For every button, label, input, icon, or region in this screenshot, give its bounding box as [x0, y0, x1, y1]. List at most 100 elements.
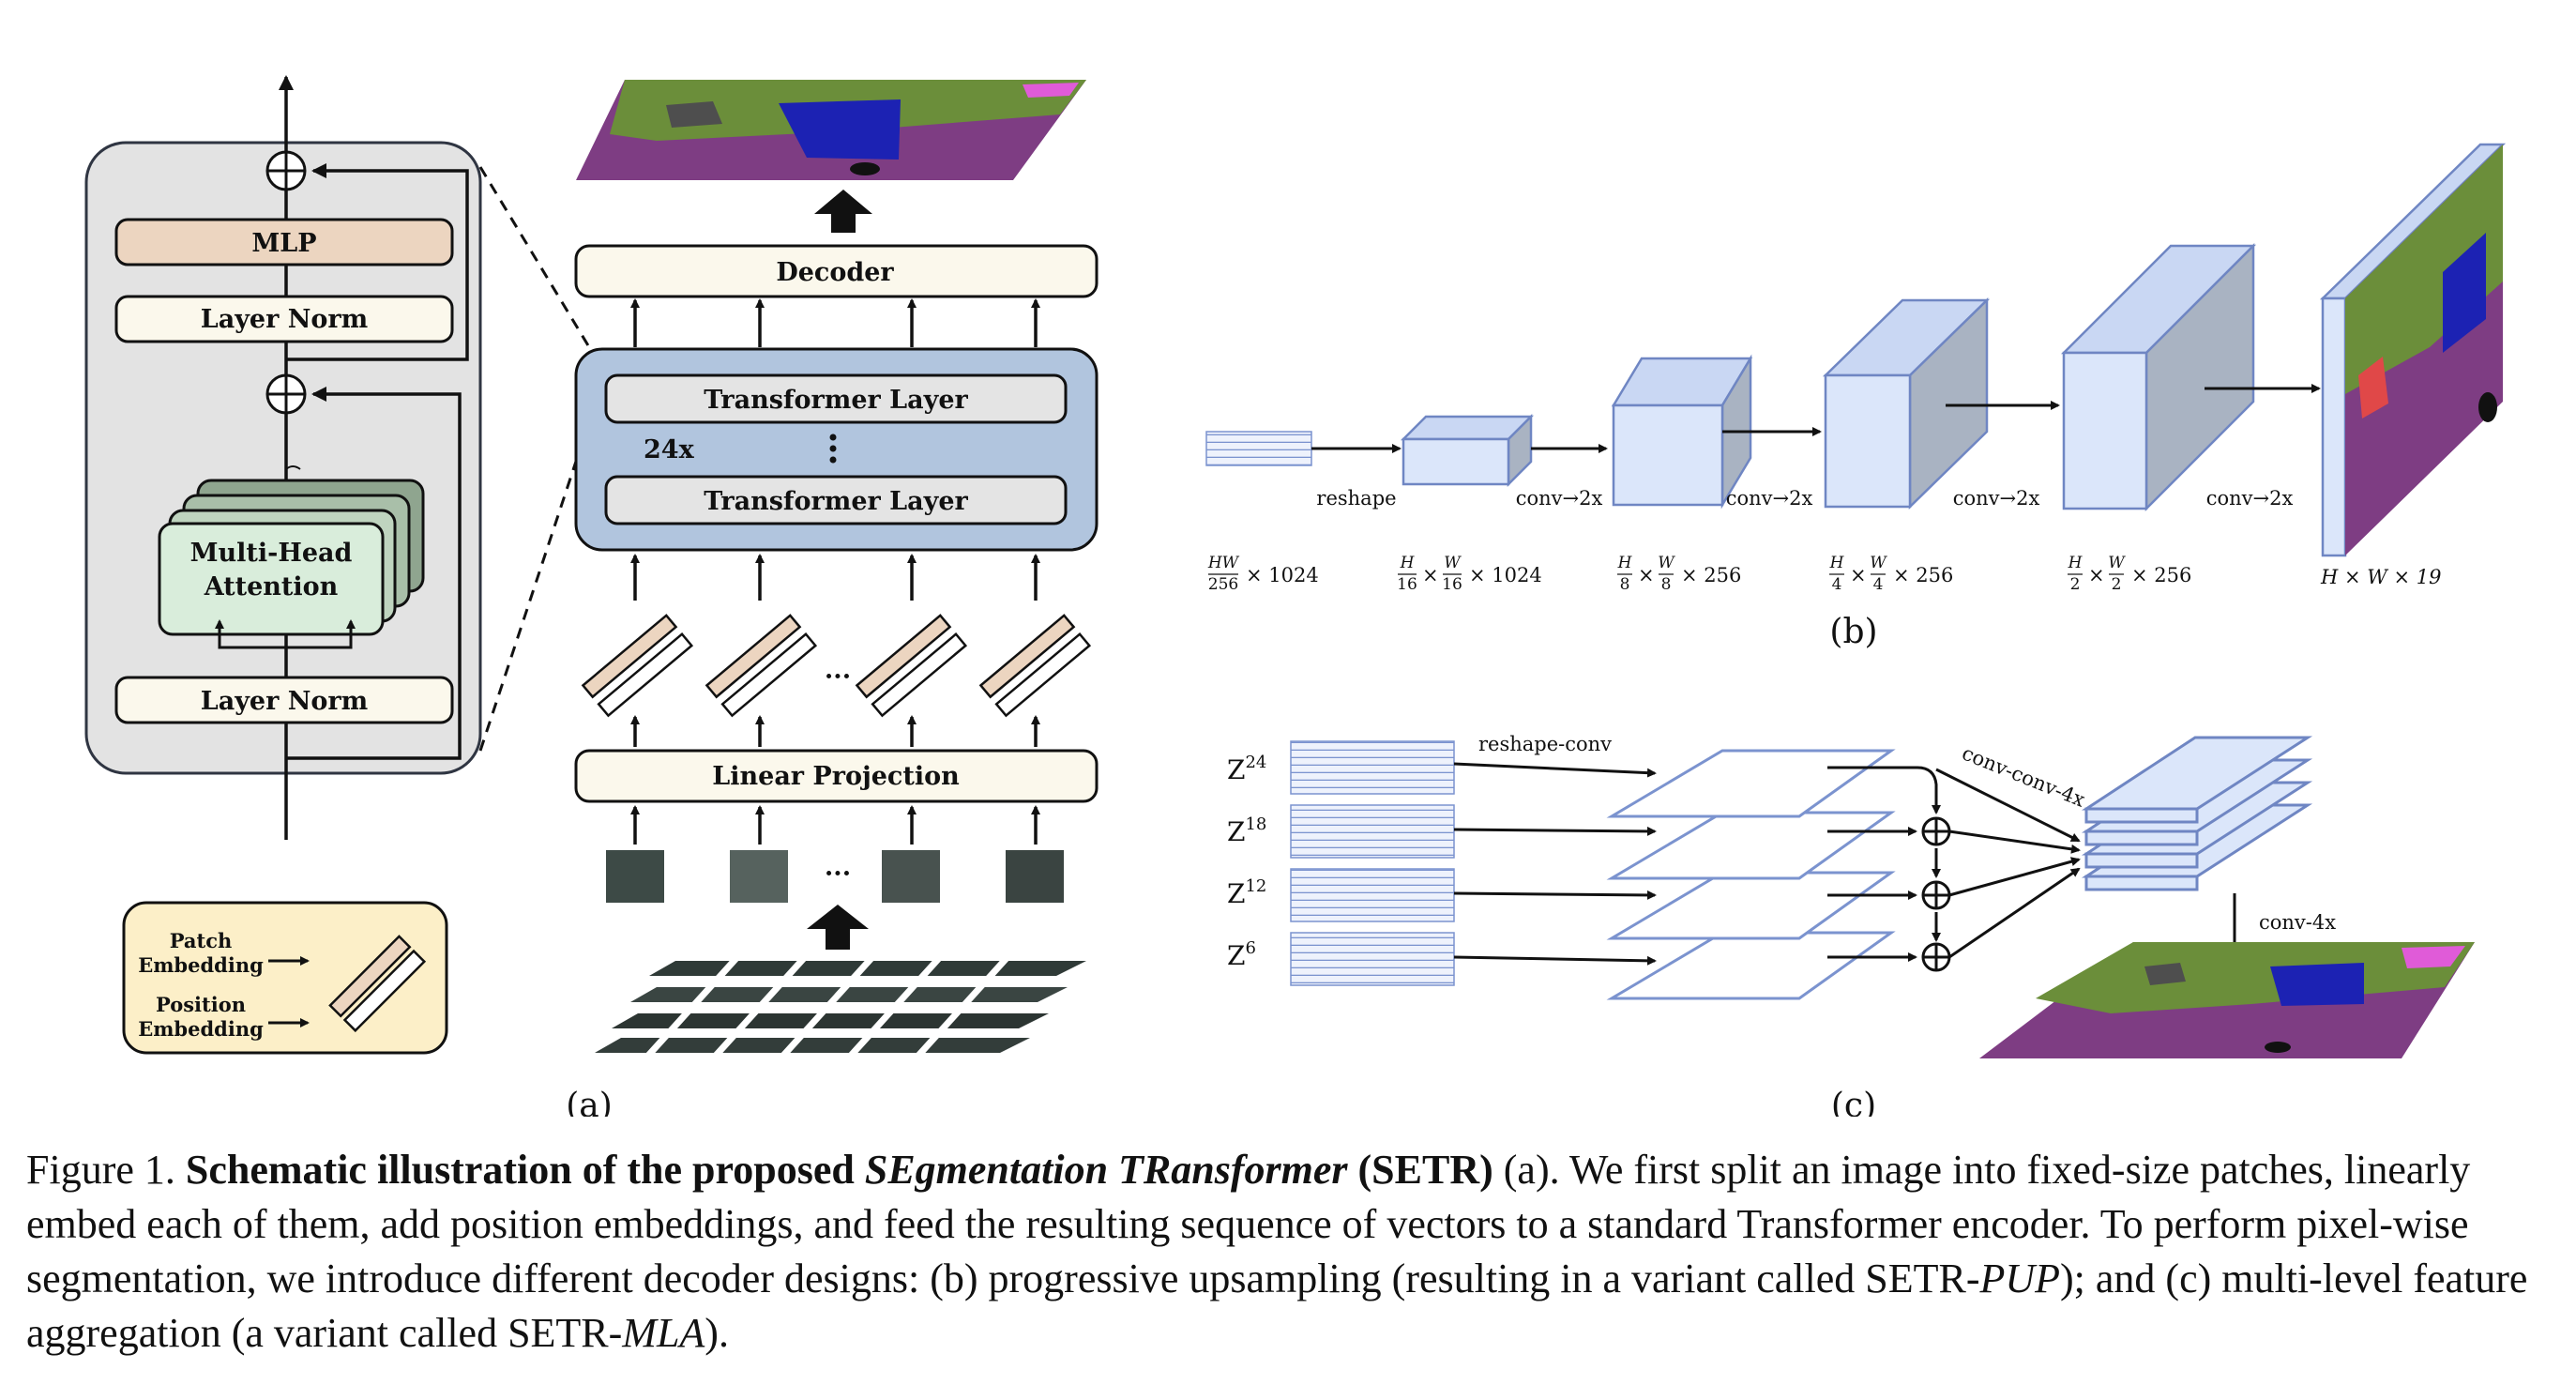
z6-feature-block [1290, 932, 1455, 986]
mlp-box [114, 218, 454, 266]
conv-conv-4x-label: conv-conv-4x [1959, 741, 2088, 811]
step-conv-3: conv→2x [1953, 487, 2040, 510]
transformer-layer-bottom-box [604, 475, 1068, 525]
mlp-label: MLP [251, 229, 316, 258]
embedding-token [705, 614, 818, 718]
up-arrow-icon [807, 905, 869, 950]
embedding-token [855, 614, 968, 718]
svg-text:2: 2 [2112, 575, 2122, 594]
panel-b-label: (b) [1829, 613, 1877, 651]
panel-c: Z24 Z18 Z12 Z6 reshape-conv [1227, 733, 2475, 1117]
step-reshape: reshape [1316, 487, 1396, 510]
z18-feature-block [1290, 804, 1455, 859]
step-conv-2: conv→2x [1726, 487, 1813, 510]
panel-a-label: (a) [566, 1087, 613, 1117]
linear-projection-box [574, 749, 1099, 803]
svg-text:× 1024: × 1024 [1246, 564, 1319, 586]
feature-cube-1 [1400, 413, 1535, 488]
residual-add-icon [265, 150, 307, 191]
transformer-layer-top-label: Transformer Layer [704, 386, 968, 415]
svg-text:4: 4 [1832, 575, 1842, 594]
embedding-token [581, 614, 694, 718]
embedding-token [978, 614, 1092, 718]
svg-text:W: W [2108, 554, 2126, 572]
panel-c-label: (c) [1831, 1087, 1876, 1117]
up-arrow-icon [814, 190, 872, 233]
feature-sequence-block [1205, 431, 1312, 466]
z24-label: Z24 [1227, 753, 1266, 785]
dim-label-2: H 8 × W 8 × 256 [1617, 554, 1742, 594]
svg-text:W: W [1870, 554, 1887, 572]
svg-text:H: H [1617, 554, 1633, 572]
svg-text:× 256: × 256 [2131, 564, 2191, 586]
embedding-legend: Patch Embedding Position Embedding [122, 901, 448, 1055]
z18-label: Z18 [1227, 814, 1266, 847]
dim-label-5: H × W × 19 [2320, 566, 2442, 588]
dim-label-3: H 4 × W 4 × 256 [1829, 554, 1954, 594]
decoder-label: Decoder [776, 258, 894, 287]
svg-text:8: 8 [1620, 575, 1630, 594]
svg-text:256: 256 [1208, 575, 1238, 594]
patches-ellipsis: ··· [825, 860, 851, 889]
svg-text:×: × [1638, 564, 1655, 586]
output-segmentation-map [576, 80, 1086, 180]
layer-norm-top-box [114, 295, 454, 343]
z12-label: Z12 [1227, 876, 1266, 909]
step-conv-1: conv→2x [1516, 487, 1603, 510]
svg-text:HW: HW [1207, 554, 1240, 572]
feature-plane [1606, 871, 1896, 940]
svg-text:× 1024: × 1024 [1469, 564, 1542, 586]
layer-norm-bottom-label: Layer Norm [201, 687, 368, 716]
output-segmentation-map-b [2319, 143, 2507, 557]
svg-text:16: 16 [1397, 575, 1417, 594]
svg-text:8: 8 [1661, 575, 1672, 594]
z6-label: Z6 [1227, 938, 1256, 971]
svg-text:16: 16 [1442, 575, 1462, 594]
svg-text:× 256: × 256 [1893, 564, 1953, 586]
feature-plane [1606, 749, 1896, 818]
repeat-count: 24x [644, 435, 695, 464]
dim-label-0: HW 256 × 1024 [1207, 554, 1319, 594]
conv-4x-label: conv-4x [2259, 911, 2336, 934]
panel-a: MLP Layer Norm Multi-Head Attention Laye… [84, 75, 1099, 1117]
step-conv-4: conv→2x [2206, 487, 2294, 510]
figure-caption: Figure 1. Schematic illustration of the … [26, 1147, 2528, 1356]
layer-norm-top-label: Layer Norm [201, 305, 368, 334]
decoder-box [574, 244, 1099, 298]
svg-text:H: H [2068, 554, 2084, 572]
aggregation-add-icon [1921, 880, 1951, 910]
residual-add-icon [265, 373, 307, 415]
input-image-patch-grid [595, 954, 1086, 1059]
reshape-conv-label: reshape-conv [1478, 733, 1612, 755]
z24-feature-block [1290, 740, 1455, 795]
svg-text:W: W [1658, 554, 1675, 572]
dim-label-1: H 16 × W 16 × 1024 [1397, 554, 1542, 594]
legend-position-line1: Position [156, 993, 246, 1016]
output-segmentation-map-c [1979, 942, 2475, 1058]
svg-text:× 256: × 256 [1681, 564, 1741, 586]
legend-patch-line1: Patch [170, 929, 233, 952]
feature-cube-2 [1611, 354, 1753, 510]
image-patch [1006, 850, 1064, 903]
svg-text:4: 4 [1873, 575, 1884, 594]
linear-projection-label: Linear Projection [712, 762, 960, 791]
legend-patch-line2: Embedding [138, 953, 264, 977]
legend-position-line2: Embedding [138, 1017, 264, 1041]
svg-text:2: 2 [2070, 575, 2081, 594]
feature-plane [1606, 931, 1896, 1000]
image-patch [606, 850, 664, 903]
setr-figure: MLP Layer Norm Multi-Head Attention Laye… [84, 75, 2507, 1117]
transformer-layer-bottom-label: Transformer Layer [704, 487, 968, 516]
svg-text:W: W [1444, 554, 1462, 572]
svg-text:H: H [1400, 554, 1416, 572]
feature-cube-3 [1822, 297, 1991, 510]
encoder-block: MLP Layer Norm Multi-Head Attention Laye… [84, 75, 482, 840]
tokens-ellipsis: ··· [825, 662, 851, 692]
feature-cube-4 [2060, 242, 2257, 512]
image-patch [730, 850, 788, 903]
image-patch [882, 850, 940, 903]
panel-b: reshape conv→2x conv→2x conv→2x [1205, 143, 2507, 651]
mha-label-line2: Attention [204, 572, 339, 601]
layer-norm-bottom-box [114, 676, 454, 724]
svg-text:×: × [1850, 564, 1867, 586]
